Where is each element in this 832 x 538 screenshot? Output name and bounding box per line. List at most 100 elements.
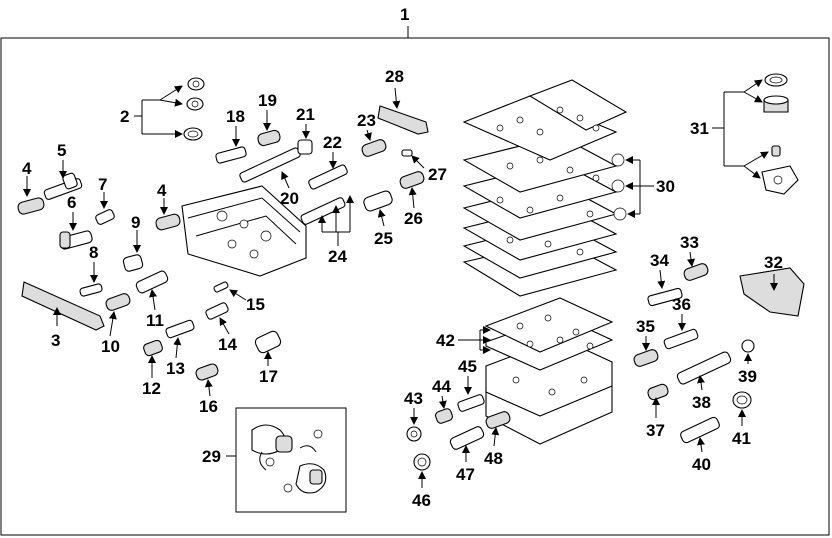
part-21-plug <box>297 139 313 155</box>
part-20-valve <box>239 147 301 183</box>
label-9: 9 <box>131 213 140 232</box>
part-29-solenoid-kit <box>235 407 347 513</box>
part-7-plug <box>95 209 115 225</box>
label-17: 17 <box>259 367 278 386</box>
label-2: 2 <box>120 107 129 126</box>
part-6-valve <box>59 230 93 250</box>
part-2-plugs <box>183 77 205 141</box>
part-4-spring-center <box>155 213 181 231</box>
label-4-center: 4 <box>157 181 167 200</box>
label-33: 33 <box>680 233 699 252</box>
part-12-spring <box>143 339 163 357</box>
part-25-plug <box>363 190 393 212</box>
label-38: 38 <box>692 393 711 412</box>
part-28-gasket <box>377 105 429 135</box>
label-5: 5 <box>57 141 66 160</box>
part-41-plug <box>732 391 752 409</box>
part-16-spring <box>195 363 219 381</box>
label-37: 37 <box>646 421 665 440</box>
part-15-pin <box>213 281 229 293</box>
part-10-spring <box>105 293 131 311</box>
part-38-valve <box>676 351 732 385</box>
part-23-spring <box>361 139 387 157</box>
label-19: 19 <box>258 91 277 110</box>
label-24: 24 <box>328 247 347 266</box>
part-14-valve <box>205 302 229 320</box>
label-40: 40 <box>692 455 711 474</box>
part-27-pin <box>401 149 413 157</box>
label-45: 45 <box>458 357 477 376</box>
part-44-spring <box>435 408 453 424</box>
part-37-spring <box>647 383 669 401</box>
part-19-spring <box>257 129 281 147</box>
part-47-valve <box>449 426 485 450</box>
label-7: 7 <box>98 175 107 194</box>
callout-labels: 1 2 3 4 4 5 6 7 8 9 10 11 12 13 14 15 16… <box>22 5 783 510</box>
label-11: 11 <box>146 311 164 330</box>
label-39: 39 <box>738 367 757 386</box>
label-48: 48 <box>484 449 503 468</box>
part-40-valve <box>680 416 720 444</box>
label-1: 1 <box>400 5 409 24</box>
label-26: 26 <box>404 209 423 228</box>
part-3-gasket <box>21 281 105 331</box>
label-12: 12 <box>142 379 161 398</box>
part-4-spring-left <box>17 197 45 215</box>
label-27: 27 <box>428 165 447 184</box>
label-41: 41 <box>732 429 751 448</box>
part-46-plug <box>413 453 431 471</box>
part-32-gasket <box>739 267 805 317</box>
label-21: 21 <box>296 105 315 124</box>
part-26-spring <box>399 171 425 189</box>
part-22-valve <box>308 164 348 190</box>
label-22: 22 <box>323 133 342 152</box>
label-13: 13 <box>166 359 185 378</box>
part-48-spring <box>485 411 511 429</box>
part-24-valve <box>300 197 346 225</box>
label-6: 6 <box>67 193 76 212</box>
part-39-ball <box>741 339 755 353</box>
part-34-valve <box>647 287 683 307</box>
label-32: 32 <box>764 253 783 272</box>
part-43-plug <box>406 426 422 442</box>
part-45-valve <box>457 394 485 412</box>
part-30-plate-stack <box>462 79 628 297</box>
part-13-valve <box>165 319 195 339</box>
label-25: 25 <box>374 229 393 248</box>
label-29: 29 <box>202 447 221 466</box>
label-34: 34 <box>650 251 669 270</box>
label-42: 42 <box>436 331 455 350</box>
diagram-frame <box>0 37 830 536</box>
part-35-spring <box>633 349 659 367</box>
part-11-valve <box>135 270 169 294</box>
label-4-left: 4 <box>22 159 32 178</box>
label-43: 43 <box>404 389 423 408</box>
label-20: 20 <box>280 189 299 208</box>
upper-valve-body <box>181 185 307 277</box>
label-8: 8 <box>89 243 98 262</box>
part-18-valve <box>215 146 247 164</box>
label-16: 16 <box>199 397 218 416</box>
part-31-solenoid-parts <box>761 73 799 195</box>
label-31: 31 <box>690 119 709 138</box>
label-28: 28 <box>385 67 404 86</box>
label-35: 35 <box>636 317 655 336</box>
label-46: 46 <box>412 491 431 510</box>
part-33-spring <box>683 263 709 281</box>
part-8-pin <box>79 283 103 297</box>
label-3: 3 <box>51 331 60 350</box>
part-17-plug <box>254 330 282 354</box>
part-36-valve <box>663 328 699 350</box>
label-30: 30 <box>656 177 675 196</box>
label-23: 23 <box>357 111 376 130</box>
label-36: 36 <box>672 295 691 314</box>
part-42-lower-valve-body <box>484 297 614 445</box>
label-18: 18 <box>226 107 245 126</box>
part-9-plug <box>122 254 144 272</box>
label-47: 47 <box>456 465 475 484</box>
label-14: 14 <box>218 335 237 354</box>
label-44: 44 <box>432 377 451 396</box>
label-15: 15 <box>246 295 265 314</box>
